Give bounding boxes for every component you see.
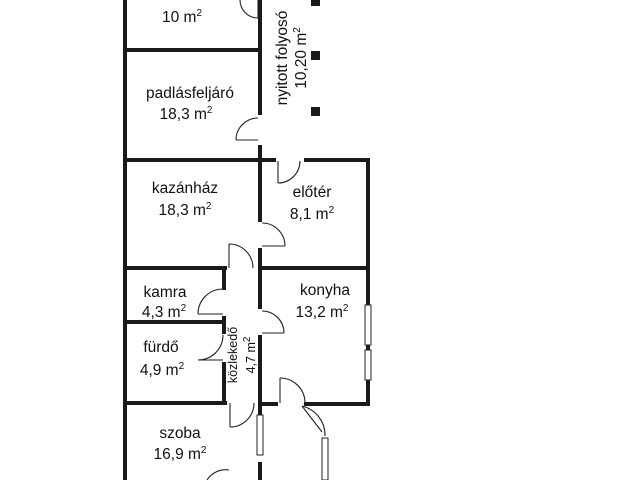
- window-konyha-2: [364, 349, 372, 381]
- wall-padlas-right: [258, 50, 262, 162]
- wall-kazan-right: [258, 160, 262, 270]
- door-top-room[interactable]: [239, 0, 259, 19]
- walls: [123, 0, 370, 480]
- wall-h-268: [123, 266, 227, 270]
- door-kamra[interactable]: [197, 288, 224, 315]
- door-konyha-corridor[interactable]: [261, 310, 285, 334]
- room-top-area: 10 m2: [162, 8, 202, 26]
- corridor-posts: [311, 0, 320, 116]
- door-szoba-bottom[interactable]: [206, 469, 230, 480]
- room-kazanhaz-area: 18,3 m2: [159, 201, 212, 219]
- window-szoba: [256, 414, 264, 456]
- door-gaps: [221, 115, 304, 462]
- room-konyha-area: 13,2 m2: [296, 303, 349, 321]
- room-szoba-area: 16,9 m2: [154, 445, 207, 463]
- wall-konyha-bottom: [258, 402, 370, 406]
- open-corridor-area: 10,20 m2: [292, 27, 310, 89]
- door-padlas[interactable]: [235, 117, 259, 141]
- room-kozlekedo-name: közlekedő: [226, 327, 240, 383]
- wall-h-322: [123, 320, 223, 324]
- open-corridor: nyitott folyosó 10,20 m2: [274, 11, 310, 106]
- door-exterior-bottom[interactable]: [301, 405, 326, 437]
- door-eloter-kazan[interactable]: [261, 222, 286, 247]
- doors: [197, 0, 326, 480]
- room-kamra-area: 4,3 m2: [142, 303, 187, 321]
- room-eloter-name: előtér: [293, 184, 332, 201]
- room-kozlekedo-area: 4,7 m2: [242, 336, 258, 373]
- door-kazan-corridor[interactable]: [228, 243, 254, 269]
- window-bottom-right: [321, 437, 329, 480]
- wall-h-50: [123, 48, 262, 52]
- wall-h-400: [123, 401, 227, 405]
- window-konyha-1: [364, 304, 372, 346]
- room-furdo-area: 4,9 m2: [140, 361, 185, 379]
- wall-left-upper: [123, 0, 127, 270]
- wall-corridor-right: [258, 268, 262, 480]
- room-padlasfeljaro: padlásfeljáró 18,3 m2: [146, 85, 234, 123]
- room-kamra: kamra 4,3 m2: [142, 284, 187, 321]
- room-furdo: fürdő 4,9 m2: [140, 339, 185, 379]
- wall-eloter-top: [258, 158, 370, 162]
- room-kazanhaz-name: kazánház: [152, 180, 218, 197]
- room-kozlekedo: közlekedő 4,7 m2: [226, 327, 258, 383]
- room-konyha: konyha 13,2 m2: [296, 282, 351, 321]
- room-furdo-name: fürdő: [143, 339, 178, 356]
- room-konyha-name: konyha: [300, 282, 350, 299]
- room-eloter: előtér 8,1 m2: [290, 184, 335, 223]
- door-furdo[interactable]: [197, 334, 224, 361]
- room-szoba-name: szoba: [159, 425, 201, 442]
- wall-eloter-right: [366, 158, 370, 270]
- room-padlasfeljaro-name: padlásfeljáró: [146, 85, 234, 102]
- wall-top-right: [258, 0, 262, 50]
- post-1: [311, 0, 320, 6]
- post-2: [311, 51, 320, 60]
- wall-left-lower: [123, 270, 127, 480]
- windows: [256, 304, 372, 480]
- open-corridor-name: nyitott folyosó: [274, 11, 291, 106]
- door-konyha-bottom[interactable]: [279, 377, 306, 404]
- room-top: 10 m2: [162, 8, 202, 26]
- room-szoba: szoba 16,9 m2: [154, 425, 207, 463]
- door-szoba[interactable]: [229, 402, 255, 428]
- wall-h-270-right: [258, 266, 370, 270]
- post-3: [311, 107, 320, 116]
- door-eloter-top[interactable]: [277, 160, 301, 184]
- room-eloter-area: 8,1 m2: [290, 205, 335, 223]
- room-padlasfeljaro-area: 18,3 m2: [160, 105, 213, 123]
- room-kazanhaz: kazánház 18,3 m2: [152, 180, 218, 219]
- wall-h-160: [123, 158, 262, 162]
- room-kamra-name: kamra: [143, 284, 186, 301]
